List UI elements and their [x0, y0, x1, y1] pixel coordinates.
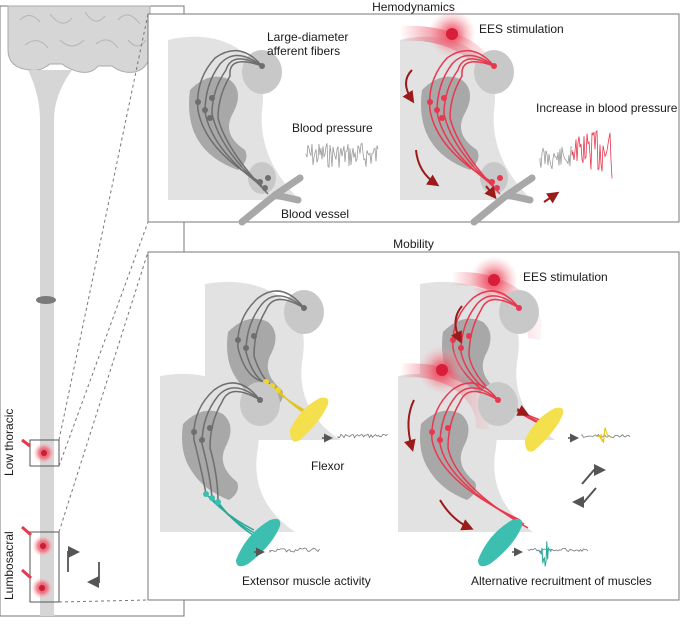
- blood-pressure-label: Blood pressure: [292, 121, 373, 135]
- spinal-cord: [28, 70, 72, 616]
- lumbosacral-box: [29, 531, 60, 603]
- extensor-label: Extensor muscle activity: [242, 574, 371, 588]
- mobility-panel: [147, 251, 680, 601]
- spinal-cord-panel: [0, 5, 185, 617]
- afferent-label-1: Large-diameter: [267, 30, 349, 44]
- ees-label-mobility: EES stimulation: [523, 270, 608, 284]
- blood-vessel-label: Blood vessel: [281, 207, 350, 221]
- hemodynamics-header: Hemodynamics: [372, 0, 455, 14]
- ees-label-hemo: EES stimulation: [479, 22, 564, 36]
- brain: [7, 5, 151, 73]
- mobility-header: Mobility: [393, 237, 434, 251]
- flexor-emg: [337, 433, 388, 439]
- lumbosacral-label: Lumbosacral: [2, 531, 16, 600]
- cord-section-left: [168, 36, 300, 200]
- flexor-muscle: [290, 397, 329, 442]
- extensor-emg: [269, 547, 320, 553]
- flexor-label: Flexor: [311, 459, 345, 473]
- blood-vessel: [238, 174, 304, 226]
- alternative-recruitment-label: Alternative recruitment of muscles: [471, 574, 652, 588]
- extensor-muscle: [236, 518, 281, 567]
- bp-trace: [305, 142, 379, 169]
- low-thoracic-label: Low thoracic: [2, 408, 16, 476]
- increase-bp-label: Increase in blood pressure: [536, 101, 678, 115]
- low-thoracic-box: [29, 439, 60, 467]
- hemodynamics-panel: [147, 10, 680, 226]
- bp-increase-trace: [539, 130, 613, 179]
- afferent-label-2: afferent fibers: [267, 44, 341, 58]
